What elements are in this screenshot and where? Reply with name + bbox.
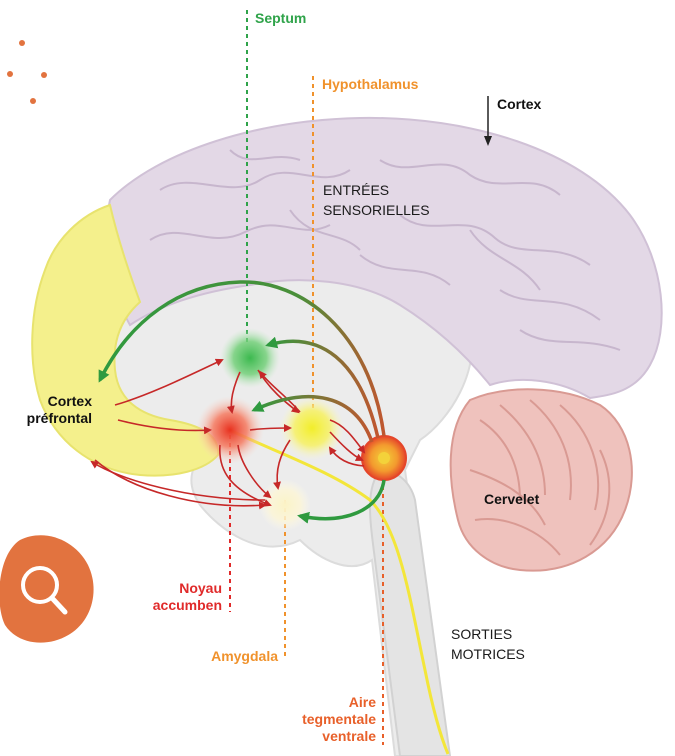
magnifier-icon [0, 535, 94, 642]
amygdala-label: Amygdala [170, 648, 278, 665]
hypothalamus-nucleus [259, 479, 311, 531]
cerebellum [451, 389, 632, 570]
entrees-line-1: ENTRÉES [323, 180, 430, 200]
cervelet-label: Cervelet [484, 491, 539, 508]
cortex-pointer [484, 96, 492, 146]
aire-tegmentale-line-1: Aire [270, 694, 376, 711]
noyau-accumben-label: Noyau accumben [120, 580, 222, 614]
decorative-dots [7, 40, 47, 104]
noyau-accumben-line-2: accumben [120, 597, 222, 614]
septum-label: Septum [255, 10, 306, 27]
sorties-motrices-label: SORTIES MOTRICES [451, 624, 525, 664]
cortex-prefrontal-label: Cortex préfrontal [0, 393, 92, 427]
cortex-label: Cortex [497, 96, 541, 113]
aire-tegmentale-line-3: ventrale [270, 728, 376, 745]
septum-nucleus [220, 328, 280, 388]
noyau-accumben-line-1: Noyau [120, 580, 222, 597]
aire-tegmentale-line-2: tegmentale [270, 711, 376, 728]
aire-tegmentale-label: Aire tegmentale ventrale [270, 694, 376, 745]
sorties-line-1: SORTIES [451, 624, 525, 644]
cortex-prefrontal-line-1: Cortex [0, 393, 92, 410]
hypothalamus-label: Hypothalamus [322, 76, 418, 93]
entrees-sensorielles-label: ENTRÉES SENSORIELLES [323, 180, 430, 220]
entrees-line-2: SENSORIELLES [323, 200, 430, 220]
sorties-line-2: MOTRICES [451, 644, 525, 664]
cortex-prefrontal-line-2: préfrontal [0, 410, 92, 427]
